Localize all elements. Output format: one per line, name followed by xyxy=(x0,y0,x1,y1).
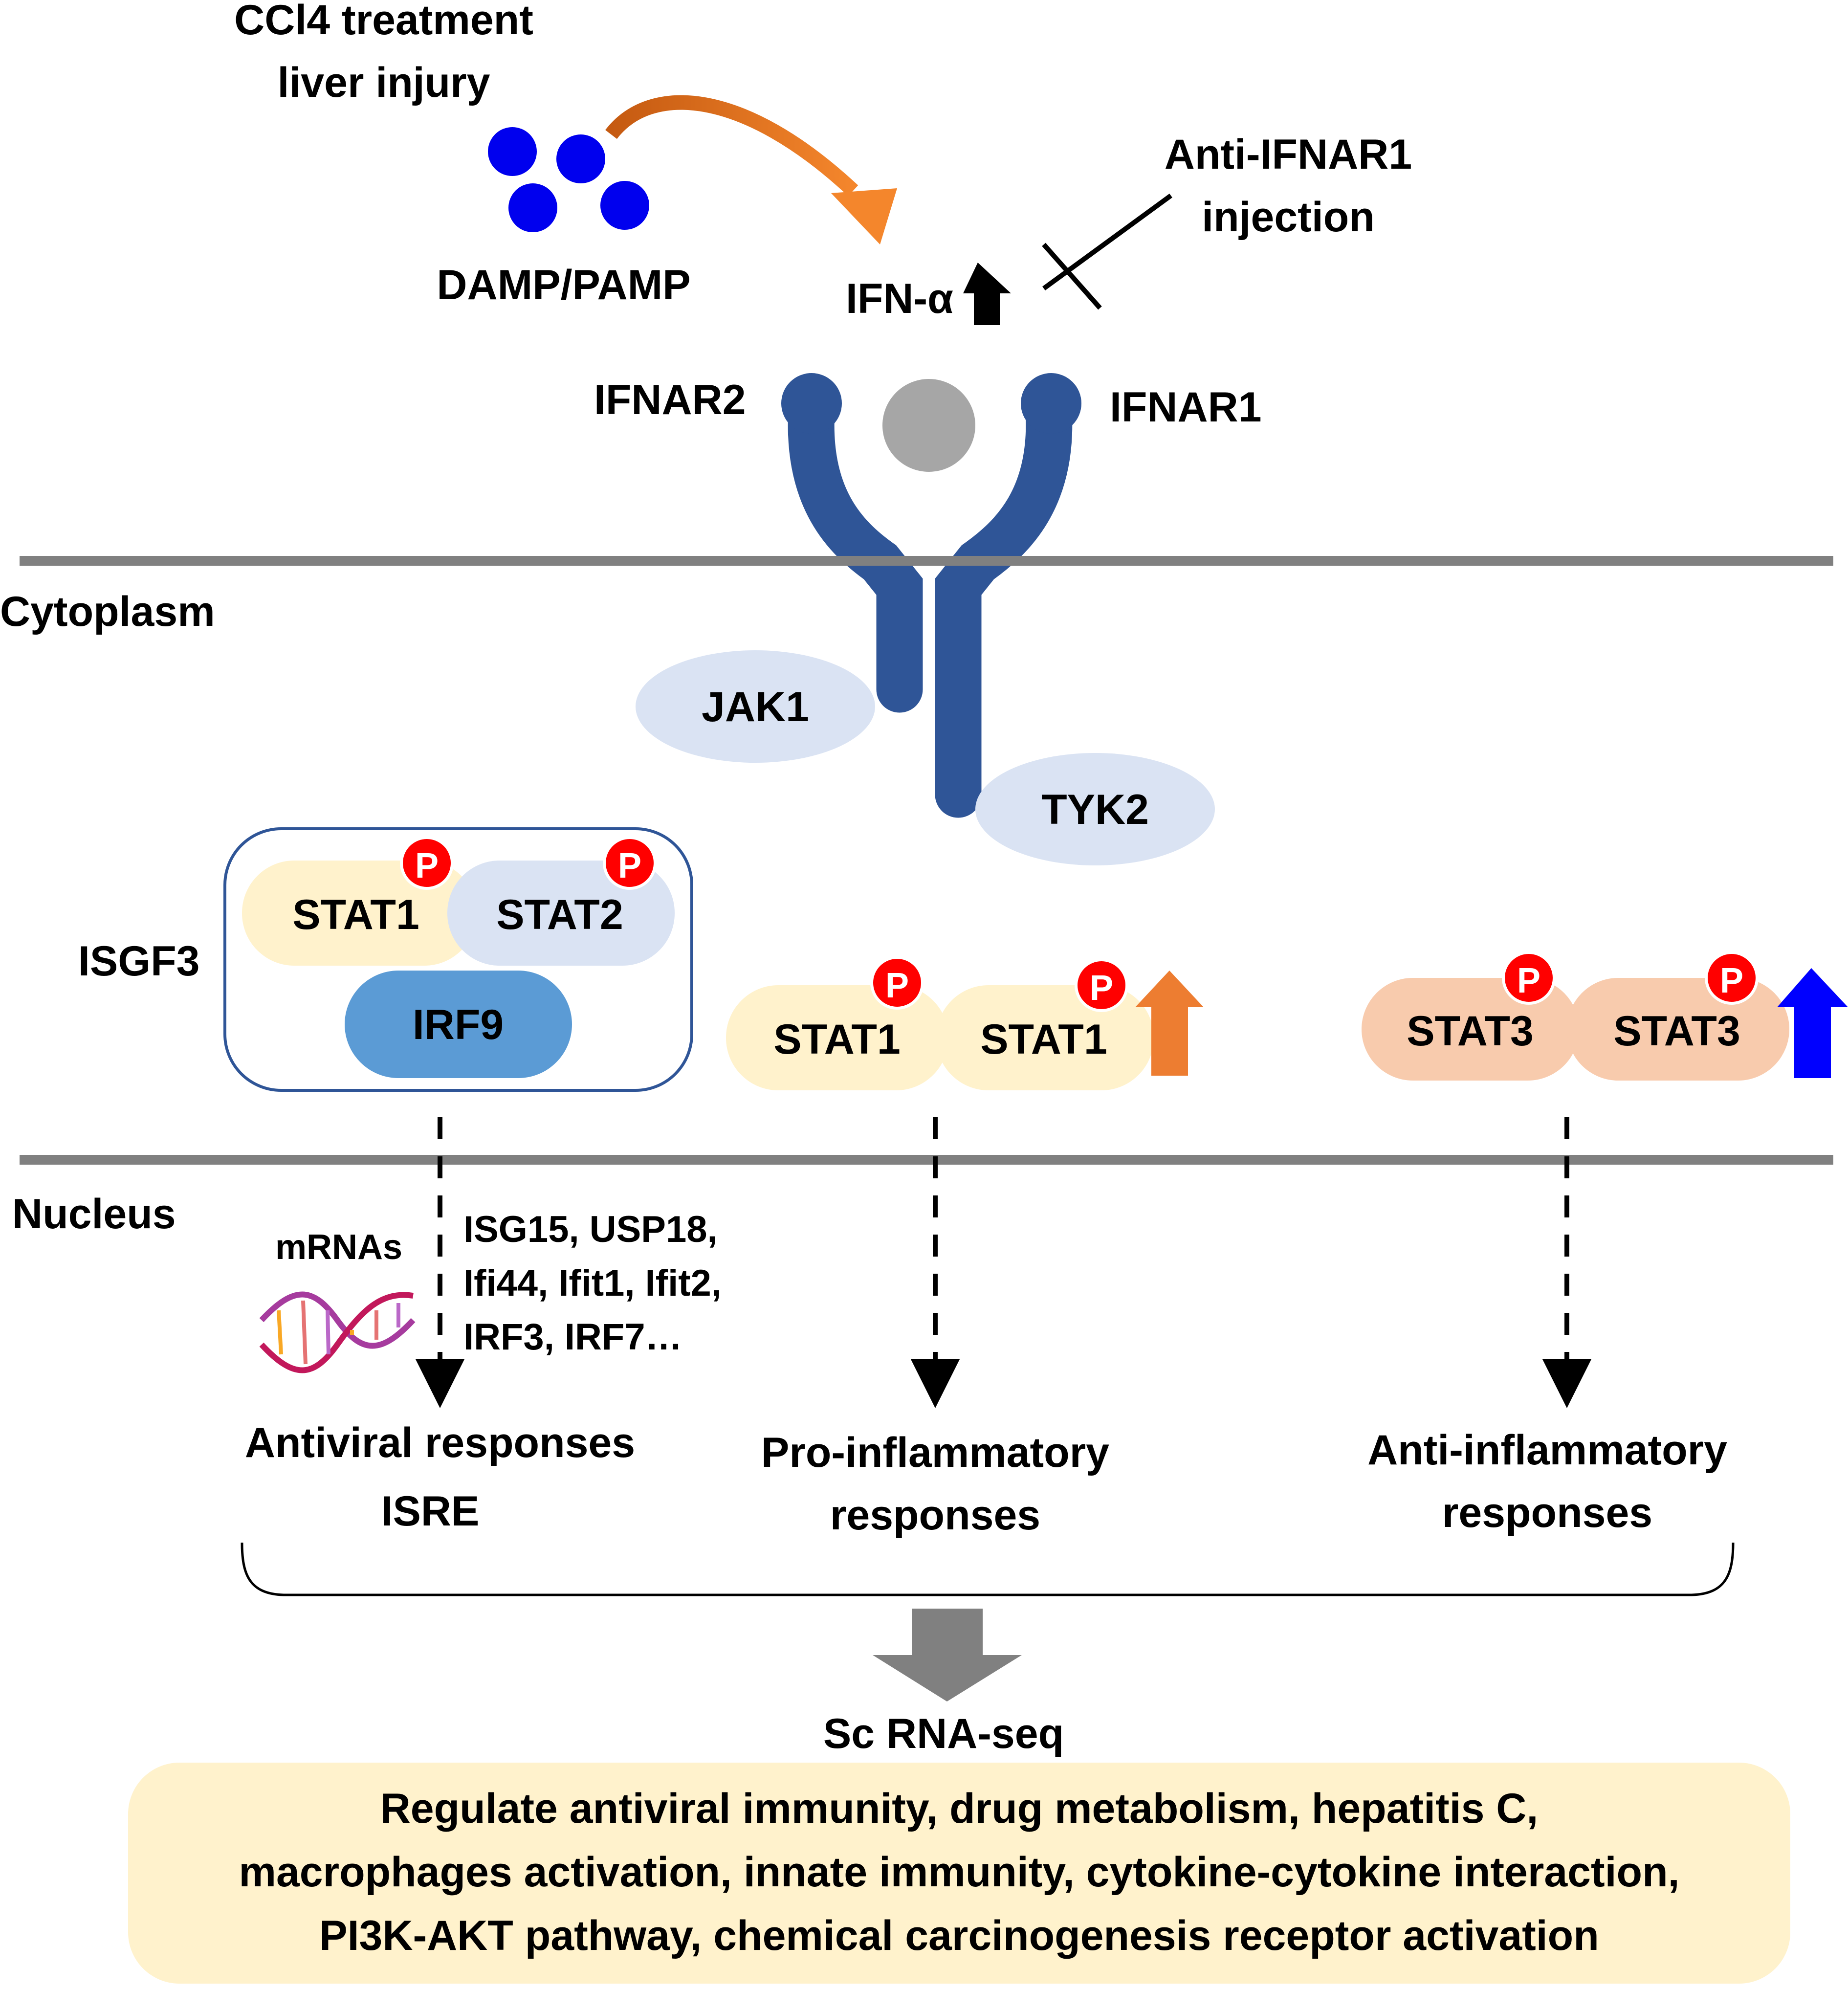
nucleus-label: Nucleus xyxy=(12,1191,176,1238)
summary-box xyxy=(128,1763,1790,1984)
mrnas-label: mRNAs xyxy=(275,1228,402,1267)
induction-arrow xyxy=(605,95,897,244)
summary-line3: PI3K-AKT pathway, chemical carcinogenesi… xyxy=(319,1912,1599,1959)
irf9-label: IRF9 xyxy=(413,1001,504,1048)
isgf3-stat1-label: STAT1 xyxy=(292,891,419,938)
irf9-pill xyxy=(345,971,572,1078)
grouping-bracket xyxy=(241,1542,1735,1596)
antiviral-line1: Antiviral responses xyxy=(245,1419,635,1466)
damp-pamp-label: DAMP/PAMP xyxy=(437,262,690,309)
ifnar2-head xyxy=(781,373,842,434)
phospho-badge: P xyxy=(1705,951,1759,1005)
gene-list-line3: IRF3, IRF7… xyxy=(463,1316,682,1358)
pro-inflammatory-line1: Pro-inflammatory xyxy=(761,1429,1109,1476)
sc-rnaseq-label: Sc RNA-seq xyxy=(823,1710,1064,1757)
svg-text:P: P xyxy=(1090,969,1113,1008)
summary-line1: Regulate antiviral immunity, drug metabo… xyxy=(380,1785,1539,1832)
phospho-badge: P xyxy=(1075,958,1128,1012)
ifn-alpha-label: IFN-α xyxy=(846,275,953,322)
damp-dot xyxy=(600,181,649,230)
phospho-badge: P xyxy=(870,956,924,1010)
plasma-membrane xyxy=(20,556,1833,566)
trigger-line2: liver injury xyxy=(278,59,490,106)
stat1-dimer-b-label: STAT1 xyxy=(980,1016,1107,1063)
dna-helix-icon xyxy=(259,1291,416,1373)
orange-up-arrow-icon xyxy=(1135,971,1204,1076)
ifnar1-head xyxy=(1021,373,1081,434)
antibody-line1: Anti-IFNAR1 xyxy=(1165,131,1412,178)
tyk2-label: TYK2 xyxy=(1041,786,1149,833)
svg-text:P: P xyxy=(885,966,909,1005)
stat1-dimer-a-label: STAT1 xyxy=(773,1016,901,1063)
jak1-ellipse xyxy=(636,650,875,763)
phospho-badge: P xyxy=(1502,951,1556,1005)
isgf3-label: ISGF3 xyxy=(78,938,200,985)
damp-dot xyxy=(556,134,605,183)
ifnar1-label: IFNAR1 xyxy=(1110,384,1262,431)
trigger-line1: CCl4 treatment xyxy=(234,0,533,44)
summary-line2: macrophages activation, innate immunity,… xyxy=(239,1849,1679,1896)
cytoplasm-label: Cytoplasm xyxy=(0,588,215,635)
ifn-ligand-ball xyxy=(882,379,975,472)
stat3-dimer-b-label: STAT3 xyxy=(1613,1008,1740,1055)
ifnar1-chain xyxy=(935,387,1073,818)
damp-dot xyxy=(508,183,557,232)
gene-list-line1: ISG15, USP18, xyxy=(463,1209,718,1250)
phospho-badge: P xyxy=(603,836,657,890)
damp-dot xyxy=(488,127,537,176)
svg-text:P: P xyxy=(1720,961,1743,1000)
inhibition-bar xyxy=(1042,243,1102,310)
isgf3-stat2-label: STAT2 xyxy=(496,891,623,938)
svg-text:P: P xyxy=(1517,961,1540,1000)
tyk2-ellipse xyxy=(975,753,1215,865)
ifnar2-chain xyxy=(788,387,923,713)
stat1-dimer-a-pill xyxy=(726,985,948,1090)
isgf3-box xyxy=(223,827,693,1092)
pro-inflammatory-line2: responses xyxy=(830,1492,1040,1539)
up-arrow-icon xyxy=(963,263,1011,325)
gene-list-line2: Ifi44, Ifit1, Ifit2, xyxy=(463,1262,722,1304)
inhibition-line xyxy=(1042,193,1172,291)
anti-inflammatory-line1: Anti-inflammatory xyxy=(1367,1427,1727,1474)
blue-up-arrow-icon xyxy=(1777,968,1848,1078)
phospho-badge: P xyxy=(400,836,454,890)
antiviral-line2: ISRE xyxy=(381,1488,480,1535)
svg-text:P: P xyxy=(618,846,641,885)
jak1-label: JAK1 xyxy=(702,684,809,730)
anti-inflammatory-line2: responses xyxy=(1442,1489,1652,1536)
ifnar2-label: IFNAR2 xyxy=(594,376,746,423)
antibody-line2: injection xyxy=(1202,194,1375,241)
stat3-dimer-a-label: STAT3 xyxy=(1407,1008,1534,1055)
damp-pamp-dots xyxy=(488,127,649,232)
nuclear-membrane xyxy=(20,1155,1833,1165)
down-arrow-icon xyxy=(873,1609,1022,1702)
svg-text:P: P xyxy=(415,846,439,885)
